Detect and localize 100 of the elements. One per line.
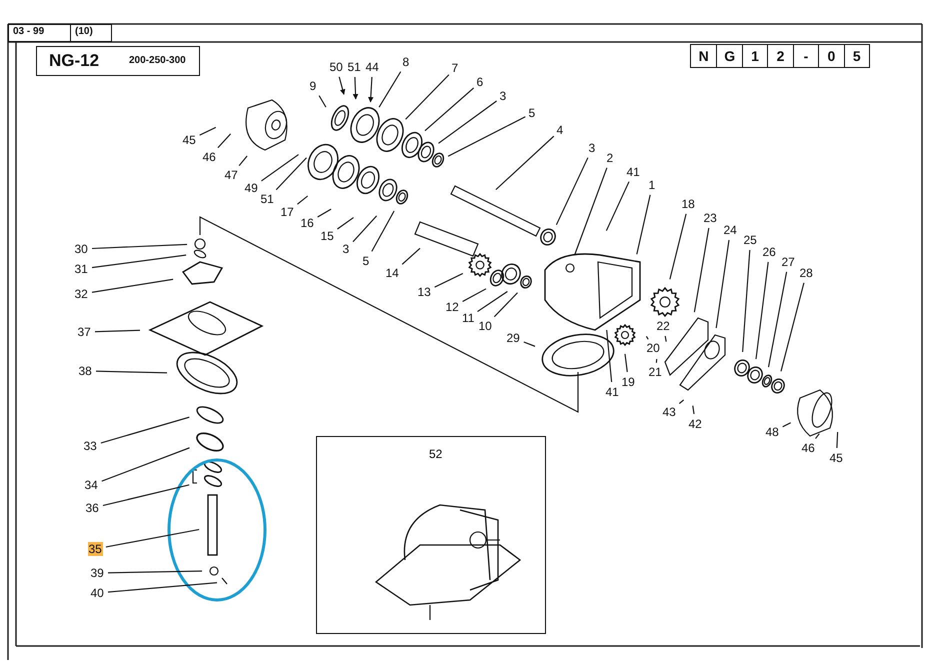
leader-line bbox=[768, 272, 788, 368]
callout-number: 49 bbox=[244, 181, 259, 195]
leader-line bbox=[664, 336, 667, 342]
leader-line bbox=[352, 216, 377, 242]
table-cell: 5 bbox=[844, 45, 869, 67]
leader-line bbox=[318, 95, 326, 108]
callout-number: 7 bbox=[450, 61, 460, 75]
leader-line bbox=[94, 330, 140, 332]
leader-line bbox=[656, 358, 658, 363]
callout-number: 21 bbox=[648, 365, 663, 379]
callout-number: 48 bbox=[764, 425, 780, 439]
leader-line bbox=[92, 254, 186, 268]
table-cell: 0 bbox=[818, 45, 844, 67]
leader-line bbox=[742, 250, 750, 352]
callout-number: 23 bbox=[702, 211, 718, 225]
leader-line bbox=[434, 273, 464, 288]
callout-number: 17 bbox=[280, 205, 295, 219]
callout-number: 42 bbox=[688, 417, 703, 431]
callout-number: 34 bbox=[84, 478, 99, 492]
leader-line bbox=[678, 399, 684, 404]
callout-number: 6 bbox=[476, 75, 484, 89]
callout-number: 24 bbox=[722, 223, 738, 237]
callout-number: 41 bbox=[604, 385, 620, 399]
callout-number: 18 bbox=[680, 197, 696, 211]
leader-line bbox=[352, 76, 358, 100]
leader-line bbox=[338, 76, 346, 95]
callout-number: 31 bbox=[74, 262, 89, 276]
leader-line bbox=[496, 136, 554, 190]
callout-number: 13 bbox=[416, 285, 432, 299]
leader-line bbox=[378, 71, 402, 108]
leader-line bbox=[102, 484, 190, 506]
inset-panel bbox=[316, 436, 546, 634]
date-code: 03 - 99 bbox=[13, 26, 44, 37]
leader-line bbox=[102, 447, 190, 482]
leader-line bbox=[646, 336, 649, 340]
callout-number: 46 bbox=[800, 441, 816, 455]
callout-number: 16 bbox=[300, 216, 315, 230]
callout-number: 1 bbox=[648, 178, 656, 192]
callout-number: 30 bbox=[74, 242, 89, 256]
leader-line bbox=[100, 416, 190, 444]
callout-number: 10 bbox=[478, 319, 493, 333]
leader-line bbox=[836, 432, 838, 448]
callout-number: 5 bbox=[528, 106, 536, 120]
callout-number: 15 bbox=[320, 229, 335, 243]
callout-number: 22 bbox=[656, 319, 671, 333]
leader-line bbox=[524, 341, 536, 347]
callout-number: 45 bbox=[828, 451, 844, 465]
leader-line bbox=[276, 157, 307, 190]
leader-line bbox=[106, 528, 200, 548]
leader-line bbox=[494, 292, 518, 318]
callout-number: 46 bbox=[202, 150, 217, 164]
leader-line bbox=[669, 214, 687, 280]
leader-line bbox=[402, 248, 420, 265]
callout-number: 28 bbox=[798, 266, 814, 280]
leader-line bbox=[477, 291, 508, 312]
callout-number: 51 bbox=[346, 60, 362, 74]
callout-number: 3 bbox=[498, 89, 508, 103]
callout-number: 26 bbox=[762, 245, 777, 259]
callout-number: 9 bbox=[308, 79, 318, 93]
size-range: 200-250-300 bbox=[129, 55, 186, 66]
leader-line bbox=[462, 288, 486, 302]
leader-line bbox=[606, 181, 630, 231]
leader-line bbox=[405, 74, 450, 120]
callout-number: 3 bbox=[588, 141, 596, 155]
table-cell: - bbox=[792, 45, 818, 67]
callout-number: 45 bbox=[182, 133, 197, 147]
leader-line bbox=[424, 87, 474, 132]
model-code: NG-12 bbox=[49, 51, 100, 71]
leader-line bbox=[556, 157, 588, 226]
leader-line bbox=[636, 194, 651, 254]
leader-line bbox=[92, 244, 188, 250]
leader-line bbox=[438, 100, 497, 144]
leader-line bbox=[297, 196, 308, 205]
callout-number: 27 bbox=[780, 255, 796, 269]
leader-line bbox=[716, 240, 730, 328]
callout-number: 37 bbox=[76, 325, 92, 339]
callout-number: 33 bbox=[82, 439, 98, 453]
sheet-number: (10) bbox=[75, 26, 93, 37]
callout-number: 47 bbox=[224, 168, 239, 182]
callout-number: 40 bbox=[90, 586, 105, 600]
leader-line bbox=[780, 282, 804, 372]
leader-line bbox=[337, 217, 354, 230]
callout-number: 3 bbox=[342, 242, 350, 256]
leader-line bbox=[815, 433, 820, 439]
callout-number: 19 bbox=[620, 375, 636, 389]
leader-line bbox=[624, 354, 628, 372]
callout-number: 44 bbox=[364, 60, 380, 74]
callout-number: 41 bbox=[626, 165, 641, 179]
callout-number: 4 bbox=[556, 123, 564, 137]
callout-number: 11 bbox=[461, 311, 476, 325]
leader-line bbox=[96, 370, 168, 374]
callout-number: 12 bbox=[444, 300, 460, 314]
table-cell-text: N bbox=[698, 47, 710, 66]
leader-line bbox=[368, 76, 374, 103]
callout-number: 39 bbox=[90, 566, 105, 580]
leader-line bbox=[606, 330, 612, 382]
table-cell: G bbox=[716, 45, 742, 67]
callout-number: 20 bbox=[646, 341, 661, 355]
callout-number: 50 bbox=[328, 60, 344, 74]
leader-line bbox=[238, 156, 248, 166]
